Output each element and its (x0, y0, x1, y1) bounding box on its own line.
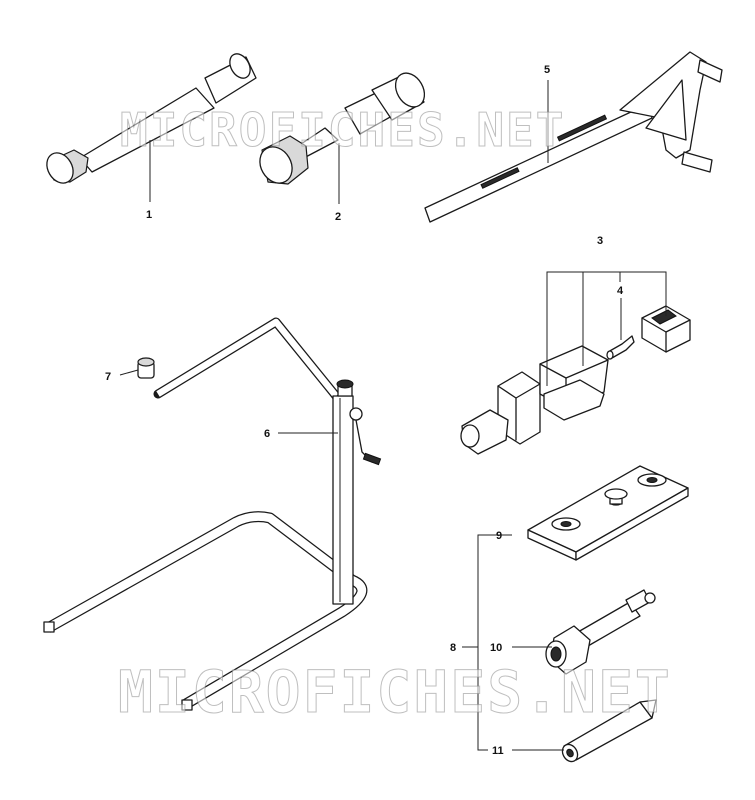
watermark-bottom: MICROFICHES.NET (118, 658, 672, 726)
callout-5: 5 (544, 64, 550, 76)
part-2-stepped-mandrel[interactable] (254, 68, 431, 189)
callout-9: 9 (496, 530, 502, 542)
part-10-puller[interactable] (545, 589, 656, 675)
part-7-screw[interactable] (137, 357, 155, 379)
part-5-holder-bar[interactable] (424, 51, 723, 223)
callout-7: 7 (105, 371, 111, 383)
callout-labels: 1 2 5 3 4 7 6 9 8 10 11 (105, 64, 624, 757)
callout-8: 8 (450, 642, 456, 654)
callout-10: 10 (490, 642, 502, 654)
part-4-pin[interactable] (606, 335, 635, 360)
watermark-top: MICROFICHES.NET (120, 103, 565, 157)
callout-2: 2 (335, 211, 341, 223)
leader-lines (119, 80, 667, 751)
callout-11: 11 (492, 745, 504, 757)
callout-1: 1 (146, 209, 152, 221)
part-11-tube[interactable] (559, 699, 657, 764)
part-3-clamp-set[interactable] (460, 305, 691, 455)
part-1-mandrel-tool[interactable] (42, 50, 257, 188)
callout-4: 4 (617, 285, 624, 297)
part-9-plate[interactable] (527, 465, 689, 561)
watermark: MICROFICHES.NET MICROFICHES.NET (118, 103, 672, 727)
callout-6: 6 (264, 428, 270, 440)
callout-3: 3 (597, 235, 603, 247)
part-6-stand-frame[interactable] (43, 317, 382, 711)
